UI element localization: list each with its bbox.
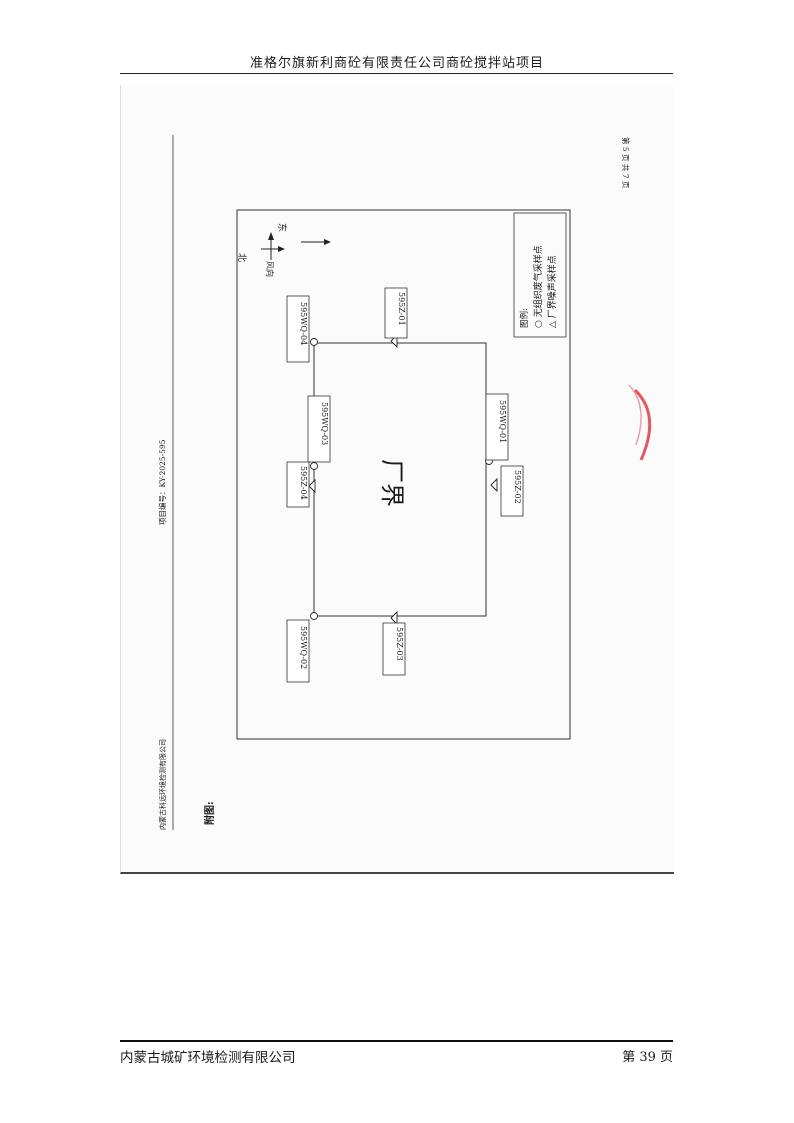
compass-east-label: 东 — [276, 223, 288, 232]
red-stamp-seal-inner — [628, 384, 642, 446]
legend-gas-text: ○ 无组织废气采样点 — [532, 245, 544, 328]
noise-point-z04-label: 595Z-04 — [299, 466, 308, 500]
noise-point-z04-marker — [308, 478, 316, 494]
noise-point-z02-label: 595Z-02 — [513, 470, 522, 504]
compass-icon — [261, 232, 285, 260]
scanned-attachment-page: 内蒙古科远环境检测有限公司 项目编号：KY-2025-595 第 5 页 共 7… — [120, 85, 674, 874]
page-info-text: 第 5 页 共 7 页 — [621, 137, 631, 189]
page-header: 准格尔旗新利商砼有限责任公司商砼搅拌站项目 — [249, 56, 544, 71]
boundary-label: 厂界 — [378, 459, 406, 507]
gas-point-wq03-label: 595WQ-03 — [320, 402, 329, 445]
footer-company: 内蒙古城矿环境检测有限公司 — [120, 1050, 296, 1066]
gas-point-wq02-label: 595WQ-02 — [299, 626, 308, 669]
noise-point-z03-box — [382, 622, 406, 676]
noise-point-z02-marker — [490, 477, 498, 493]
legend-title: 图例: — [519, 308, 530, 328]
gas-point-wq04-marker — [310, 338, 318, 346]
gas-point-wq03-marker — [310, 462, 318, 470]
wind-direction-arrow-icon — [301, 239, 331, 245]
attachment-label: 附图: — [203, 801, 216, 825]
attachment-figure: 内蒙古科远环境检测有限公司 项目编号：KY-2025-595 第 5 页 共 7… — [157, 135, 652, 830]
gas-point-wq02-box — [286, 619, 310, 683]
gas-point-wq01-box — [485, 393, 509, 461]
footer-page-number: 第 39 页 — [622, 1050, 673, 1065]
wind-direction-label: 风向 — [265, 261, 275, 277]
outer-frame — [236, 209, 571, 740]
compass-north-label: 北 — [236, 253, 247, 262]
gas-point-wq03-box — [307, 395, 331, 463]
project-number-text: 项目编号：KY-2025-595 — [157, 439, 167, 525]
gas-point-wq04-label: 595WQ-04 — [299, 302, 308, 345]
gas-point-wq02-marker — [310, 612, 318, 620]
noise-point-z02-box — [500, 465, 524, 517]
header-divider — [120, 73, 673, 74]
plant-boundary — [313, 342, 487, 617]
noise-point-z04-box — [286, 461, 310, 508]
gas-point-wq04-box — [286, 295, 310, 363]
noise-point-z01-label: 595Z-01 — [397, 292, 406, 326]
legend-box — [513, 212, 567, 338]
gas-point-wq01-label: 595WQ-01 — [498, 400, 507, 443]
noise-point-z01-box — [384, 287, 408, 339]
noise-point-z03-label: 595Z-03 — [395, 627, 404, 661]
footer-divider — [120, 1040, 673, 1042]
noise-point-z03-marker — [390, 610, 398, 626]
legend-noise-text: △ 厂界噪声采样点 — [546, 255, 558, 328]
red-stamp-seal — [633, 388, 652, 461]
company-side-text: 内蒙古科远环境检测有限公司 — [158, 739, 167, 830]
